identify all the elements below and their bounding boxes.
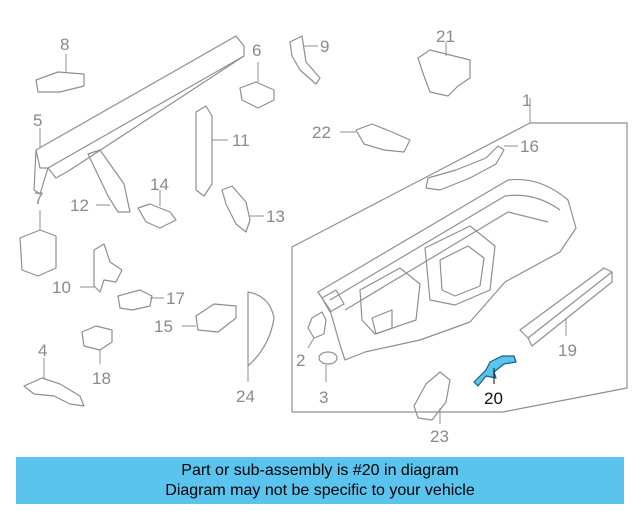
callout-17: 17 <box>166 289 185 308</box>
part-17: 17 <box>117 289 185 311</box>
part-11: 11 <box>195 105 250 197</box>
info-banner: Part or sub-assembly is #20 in diagram D… <box>16 457 624 504</box>
part-15: 15 <box>154 303 237 336</box>
part-18: 18 <box>81 325 113 388</box>
part-23: 23 <box>413 371 451 446</box>
callout-3: 3 <box>319 388 328 407</box>
part-2: 2 <box>296 311 327 370</box>
part-9: 9 <box>289 35 329 85</box>
callout-19: 19 <box>558 341 577 360</box>
callout-16: 16 <box>520 137 539 156</box>
banner-line-2: Diagram may not be specific to your vehi… <box>165 481 475 499</box>
callout-22: 22 <box>312 123 331 142</box>
callout-18: 18 <box>92 369 111 388</box>
part-13: 13 <box>221 185 285 233</box>
part-3: 3 <box>318 351 338 407</box>
callout-1: 1 <box>522 91 531 110</box>
parts-diagram: 1 2 3 4 5 6 7 8 <box>19 27 628 446</box>
callout-2: 2 <box>296 351 305 370</box>
part-20-highlighted: 20 <box>473 355 517 408</box>
callout-12: 12 <box>70 196 89 215</box>
part-16: 16 <box>425 137 539 191</box>
part-4: 4 <box>23 341 85 407</box>
part-10: 10 <box>52 243 123 297</box>
part-8: 8 <box>35 35 85 93</box>
callout-13: 13 <box>266 207 285 226</box>
callout-10: 10 <box>52 278 71 297</box>
callout-5: 5 <box>33 111 42 130</box>
callout-23: 23 <box>430 427 449 446</box>
banner-line-1: Part or sub-assembly is #20 in diagram <box>181 461 459 479</box>
part-21: 21 <box>417 27 471 97</box>
part-24: 24 <box>236 291 275 406</box>
callout-6: 6 <box>252 41 261 60</box>
part-19: 19 <box>519 267 613 360</box>
part-6: 6 <box>239 41 275 109</box>
callout-14: 14 <box>150 175 169 194</box>
callout-20: 20 <box>484 389 503 408</box>
callout-8: 8 <box>60 35 69 54</box>
callout-9: 9 <box>320 37 329 56</box>
part-12: 12 <box>70 149 131 215</box>
callout-4: 4 <box>38 341 47 360</box>
part-7: 7 <box>19 189 57 277</box>
callout-11: 11 <box>232 131 250 150</box>
callout-7: 7 <box>34 189 43 208</box>
part-22: 22 <box>312 123 411 153</box>
callout-15: 15 <box>154 317 173 336</box>
instrument-panel-group: 1 <box>291 91 628 413</box>
callout-24: 24 <box>236 387 255 406</box>
callout-21: 21 <box>436 27 455 46</box>
part-5-crossbeam: 5 <box>33 35 245 195</box>
part-14: 14 <box>137 175 177 229</box>
